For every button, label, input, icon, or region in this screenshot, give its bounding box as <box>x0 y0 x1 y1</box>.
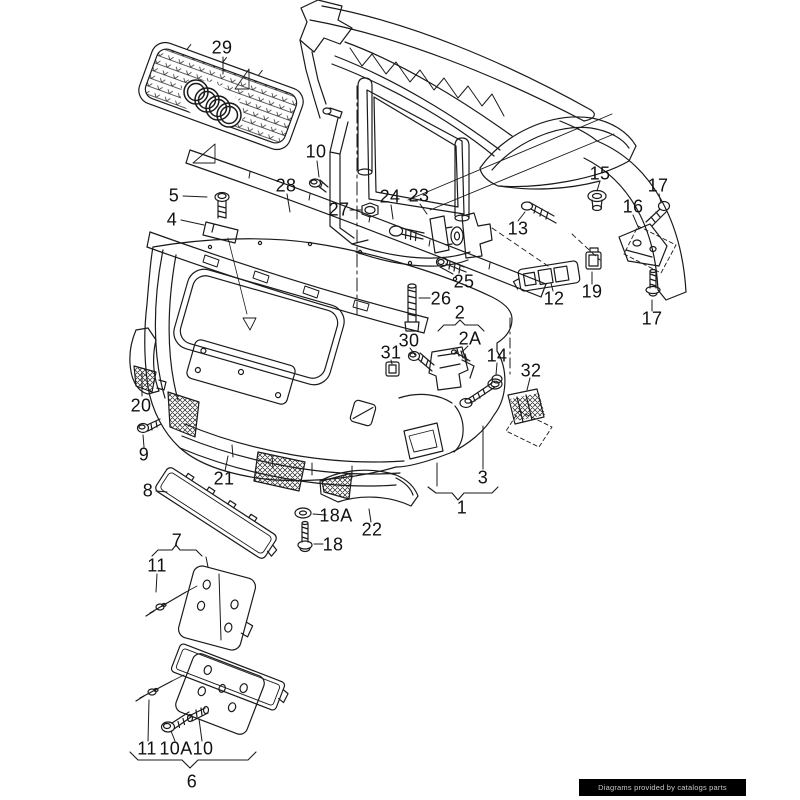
screw-17-upper <box>645 200 671 227</box>
leader-lines <box>141 56 662 742</box>
screw-9 <box>136 418 162 434</box>
watermark-badge: Diagrams provided by catalogs parts <box>579 779 746 796</box>
license-filler-8 <box>155 467 278 559</box>
nut-27 <box>361 202 379 218</box>
bolt-24 <box>388 225 425 242</box>
insert-32 <box>505 388 553 448</box>
radiator-opening <box>357 77 470 222</box>
bracket-4 <box>202 221 239 244</box>
clip-19 <box>585 247 602 270</box>
clip-31 <box>385 361 400 377</box>
cowl-panel <box>309 5 595 122</box>
trim-strip-28 <box>185 149 547 298</box>
radiator-grille-29 <box>138 41 304 151</box>
washer-18a <box>294 507 312 519</box>
tow-bracket-23 <box>429 215 464 254</box>
grommet-15 <box>587 189 607 212</box>
bumper-cover <box>144 238 513 492</box>
spoiler-grille-22 <box>319 469 419 507</box>
screw-18 <box>297 520 313 553</box>
rivet-11-upper <box>145 585 198 617</box>
stud-14 <box>459 374 503 409</box>
audi-rings-icon <box>183 79 242 128</box>
screw-17-lower <box>645 268 661 297</box>
fender <box>559 120 687 301</box>
screw-5 <box>214 191 230 219</box>
screw-2a <box>450 348 471 362</box>
alignment-lines <box>192 68 615 375</box>
reinforcement-beam <box>146 231 429 334</box>
stud-10 <box>186 705 210 723</box>
headlight <box>479 116 637 190</box>
plate-holder-6 <box>170 643 289 735</box>
screw-10a <box>160 711 192 733</box>
bracket-16 <box>618 223 677 274</box>
license-plate-recess <box>186 339 296 405</box>
guide-bracket-12 <box>512 260 581 292</box>
plate-holder-7 <box>177 565 257 651</box>
lock-carrier <box>299 0 513 267</box>
bolt-10 <box>308 178 329 193</box>
rivet-11-lower <box>135 674 185 702</box>
screw-13 <box>520 201 557 224</box>
stud-26 <box>404 283 420 332</box>
grille-insert-20 <box>129 327 167 395</box>
bolt-25 <box>435 256 467 274</box>
group-braces <box>129 319 499 769</box>
